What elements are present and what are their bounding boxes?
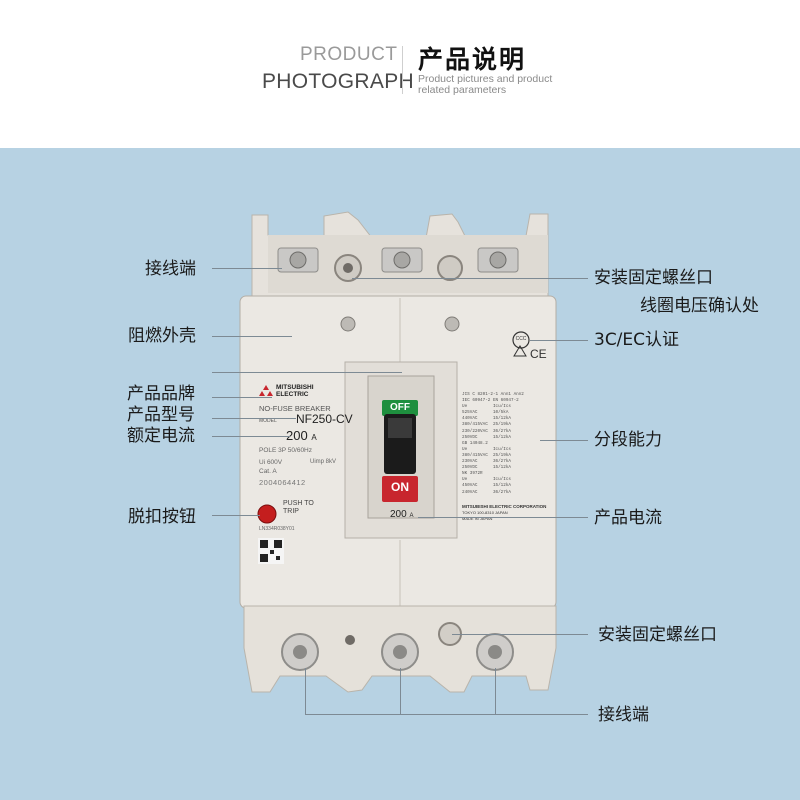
spec-row: Ue Icu/Ics [462, 477, 511, 483]
pole-text: POLE 3P 50/60Hz [259, 447, 312, 454]
spec-row: IEC 60947-2 EN 60947-2 [462, 398, 519, 404]
label-rated-current: 额定电流 [127, 426, 195, 446]
spec-row: 380/415VAC 25/19kA [462, 452, 511, 458]
leader-model [212, 418, 296, 419]
leader-rated-current [212, 436, 290, 437]
leader-terminal-bottom-v2 [400, 668, 401, 714]
off-label: OFF [390, 402, 410, 413]
leader-certification [530, 340, 588, 341]
mitsubishi-logo [259, 385, 273, 396]
leader-terminal-bottom-v1 [305, 668, 306, 714]
spec-row: 525VAC 10/5kA [462, 410, 509, 416]
label-flame-shell: 阻燃外壳 [128, 326, 196, 346]
label-product-current: 产品电流 [594, 508, 662, 528]
label-breaking-capacity: 分段能力 [594, 430, 662, 450]
label-mount-screw-bottom: 安装固定螺丝口 [598, 625, 717, 645]
label-model: 产品型号 [127, 405, 195, 425]
serial-number: 2004064412 [259, 478, 306, 487]
header-cn-title: 产品说明 [418, 45, 527, 74]
qr-code [258, 538, 284, 564]
on-button [382, 476, 418, 502]
spec-row: 450VAC 15/12kA [462, 483, 511, 489]
leader-terminal-bottom-v3 [495, 668, 496, 714]
push-to-trip-line2: TRIP [283, 508, 299, 515]
header-subtitle-line2: related parameters [418, 84, 507, 96]
label-coil-voltage: 线圈电压确认处 [640, 296, 759, 316]
spec-row: NK 3972R [462, 471, 483, 477]
header-en-line2: PHOTOGRAPH [262, 70, 414, 93]
maker-block: MITSUBISHI ELECTRIC CORPORATION TOKYO 10… [462, 504, 546, 522]
label-brand: 产品品牌 [127, 384, 195, 404]
maker-name: MITSUBISHI ELECTRIC CORPORATION [462, 504, 547, 509]
cat-text: Cat. A [259, 468, 277, 475]
leader-terminal-bottom [305, 714, 588, 715]
header-subtitle-line1: Product pictures and product [418, 73, 553, 85]
on-label: ON [391, 480, 409, 494]
breaker-brand: MITSUBISHI ELECTRIC [276, 384, 314, 398]
spec-row: 230/220VAC 36/27kA [462, 428, 511, 434]
handle-rating-unit: A [409, 513, 414, 519]
label-mount-screw-top: 安装固定螺丝口 [594, 268, 713, 288]
header: PRODUCT PHOTOGRAPH 产品说明 Product pictures… [0, 0, 800, 148]
leader-handle [212, 372, 402, 373]
made-in: MADE IN JAPAN [462, 516, 493, 521]
label-certification: 3C/EC认证 [594, 330, 680, 350]
spec-row: 380/415VAC 25/19kA [462, 422, 511, 428]
push-to-trip-line1: PUSH TO [283, 500, 314, 507]
leader-mount-screw-bottom [452, 634, 588, 635]
breaker-model: NF250-CV [296, 412, 353, 426]
maker-address: TOKYO 100-8310 JAPAN [462, 510, 508, 515]
spec-row: 250VDC 15/12kA [462, 434, 511, 440]
spec-row: GB 14048.2 [462, 440, 488, 446]
top-terminal-screws [277, 247, 519, 282]
spec-row: 250VDC 15/12kA [462, 465, 511, 471]
ui-text: Ui 600V [259, 459, 283, 466]
ccc-mark: CCC [515, 336, 527, 342]
current-unit: A [311, 433, 317, 442]
leader-mount-screw-top [352, 278, 588, 279]
leader-brand [212, 397, 272, 398]
spec-row: Ue Icu/Ics [462, 404, 511, 410]
spec-row: 240VAC 36/27kA [462, 489, 511, 495]
leader-terminal-top [212, 268, 282, 269]
ce-mark: CE [530, 347, 547, 361]
current-rating: 200 A [286, 428, 317, 443]
uimp-text: Uimp 8kV [310, 459, 337, 465]
spec-row: 440VAC 15/12kA [462, 416, 511, 422]
brand-line2: ELECTRIC [276, 391, 309, 398]
spec-row: JIS C 8201-2-1 Ann1 Ann2 [462, 392, 524, 397]
header-divider [402, 46, 403, 94]
leader-trip-button [212, 515, 260, 516]
breaker-type: NO-FUSE BREAKER [259, 404, 331, 413]
brand-line1: MITSUBISHI [276, 384, 314, 391]
leader-flame-shell [212, 336, 292, 337]
label-terminal-bottom: 接线端 [598, 705, 649, 725]
label-terminal-top: 接线端 [145, 259, 196, 279]
handle-rating: 200 A [390, 509, 413, 520]
lot-code: LN334R038Y01 [259, 526, 295, 532]
model-prefix: MODEL [259, 418, 277, 424]
leader-breaking-capacity [540, 440, 588, 441]
trip-button [257, 504, 277, 524]
off-button [382, 400, 418, 416]
push-to-trip-label: PUSH TO TRIP [283, 500, 314, 516]
spec-row: Ue Icu/Ics [462, 446, 511, 452]
spec-row: 230VAC 36/27kA [462, 459, 511, 465]
label-trip-button: 脱扣按钮 [128, 507, 196, 527]
current-value: 200 [286, 428, 308, 443]
header-en-line1: PRODUCT [300, 44, 398, 65]
leader-product-current [418, 517, 588, 518]
handle-rating-value: 200 [390, 509, 407, 520]
